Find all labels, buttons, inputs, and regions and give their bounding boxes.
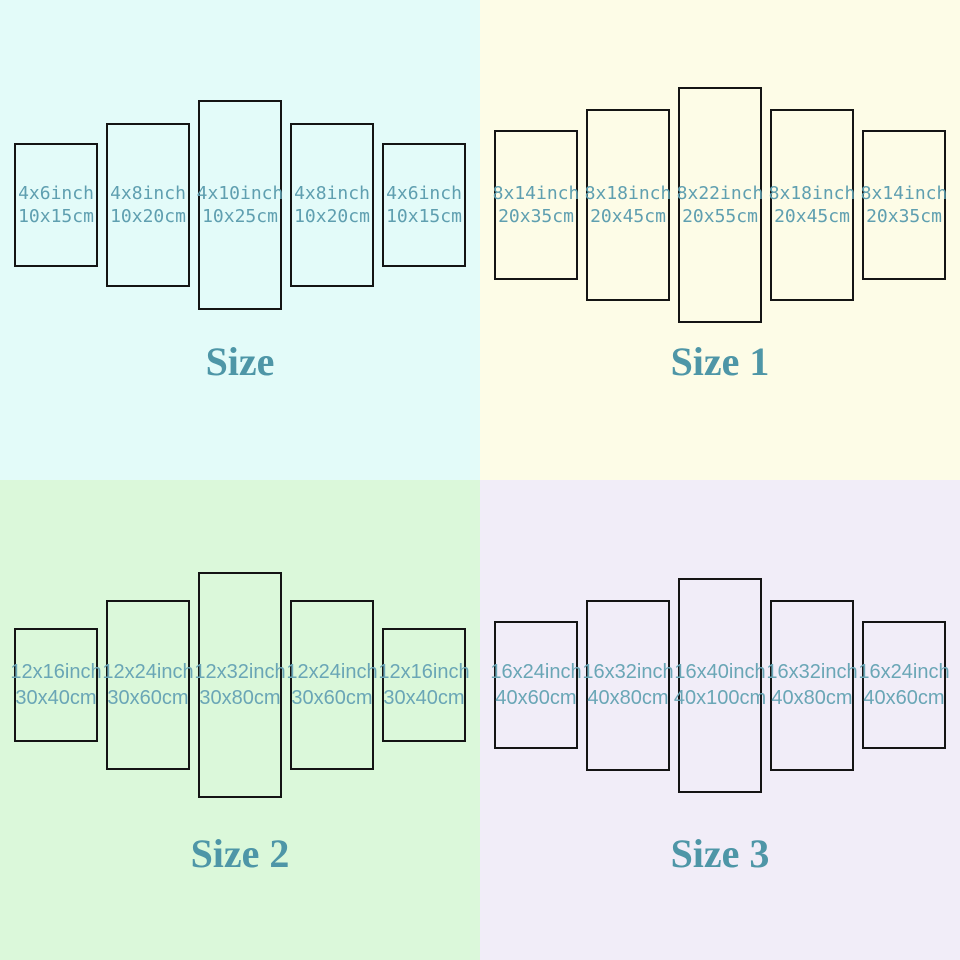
- panel-label: 16x24inch 40x60cm: [490, 659, 581, 711]
- quadrant-size-2: 12x16inch 30x40cm 12x24inch 30x60cm 12x3…: [0, 480, 480, 960]
- panel-label: 4x6inch 10x15cm: [386, 182, 462, 228]
- panel-row: 4x6inch 10x15cm 4x8inch 10x20cm 4x10inch…: [0, 0, 480, 410]
- panel-label: 12x16inch 30x40cm: [378, 659, 469, 711]
- quadrant-title: Size 3: [670, 831, 770, 876]
- quadrant-size-1: 8x14inch 20x35cm 8x18inch 20x45cm 8x22in…: [480, 0, 960, 480]
- quadrant-title: Size: [205, 339, 275, 384]
- panel-size-cm: 40x80cm: [771, 687, 853, 709]
- panel-size-cm: 20x45cm: [590, 206, 666, 227]
- panel-size-cm: 40x60cm: [863, 687, 945, 709]
- panel-size-inch: 8x14inch: [492, 183, 580, 204]
- panel-size-inch: 4x10inch: [196, 183, 284, 204]
- canvas-panel: 12x32inch 30x80cm: [194, 572, 286, 798]
- canvas-panel: 4x6inch 10x15cm: [382, 143, 466, 267]
- panel-size-cm: 10x25cm: [202, 206, 278, 227]
- panel-label: 8x22inch 20x55cm: [677, 182, 764, 228]
- panel-label: 16x24inch 40x60cm: [858, 659, 949, 711]
- panel-size-inch: 4x8inch: [294, 183, 370, 204]
- canvas-panel: 16x32inch 40x80cm: [766, 599, 858, 771]
- panel-size-cm: 10x20cm: [110, 206, 186, 227]
- panel-label: 8x18inch 20x45cm: [585, 182, 672, 228]
- panel-label: 4x8inch 10x20cm: [294, 182, 370, 228]
- panel-label: 12x24inch 30x60cm: [286, 659, 377, 711]
- canvas-panel: 4x10inch 10x25cm: [197, 100, 284, 310]
- panel-size-inch: 12x16inch: [378, 661, 470, 683]
- panel-size-inch: 4x6inch: [18, 183, 94, 204]
- panel-label: 16x32inch 40x80cm: [766, 659, 857, 711]
- canvas-panel: 12x24inch 30x60cm: [102, 600, 194, 770]
- panel-row: 16x24inch 40x60cm 16x32inch 40x80cm 16x4…: [480, 480, 960, 890]
- panel-size-inch: 8x22inch: [676, 183, 764, 204]
- panel-label: 12x24inch 30x60cm: [102, 659, 193, 711]
- canvas-panel: 12x16inch 30x40cm: [378, 628, 470, 742]
- quadrant-size: 4x6inch 10x15cm 4x8inch 10x20cm 4x10inch…: [0, 0, 480, 480]
- panel-label: 12x32inch 30x80cm: [194, 659, 285, 711]
- panel-size-inch: 8x18inch: [584, 183, 672, 204]
- panel-size-cm: 20x55cm: [682, 206, 758, 227]
- panel-size-cm: 10x15cm: [386, 206, 462, 227]
- panel-size-cm: 30x60cm: [107, 687, 189, 709]
- panel-size-inch: 4x8inch: [110, 183, 186, 204]
- canvas-panel: 16x24inch 40x60cm: [858, 621, 950, 749]
- panel-size-cm: 40x60cm: [495, 687, 577, 709]
- panel-size-cm: 10x15cm: [18, 206, 94, 227]
- panel-size-inch: 16x32inch: [766, 661, 858, 683]
- canvas-panel: 16x32inch 40x80cm: [582, 599, 674, 771]
- canvas-panel: 8x18inch 20x45cm: [769, 109, 856, 301]
- panel-size-inch: 12x16inch: [10, 661, 102, 683]
- canvas-panel: 4x6inch 10x15cm: [14, 143, 98, 267]
- canvas-panel: 16x40inch 40x100cm: [674, 577, 766, 793]
- panel-label: 8x18inch 20x45cm: [769, 182, 856, 228]
- panel-size-cm: 30x40cm: [15, 687, 97, 709]
- panel-size-cm: 40x80cm: [587, 687, 669, 709]
- quadrant-size-3: 16x24inch 40x60cm 16x32inch 40x80cm 16x4…: [480, 480, 960, 960]
- panel-row: 8x14inch 20x35cm 8x18inch 20x45cm 8x22in…: [480, 0, 960, 410]
- panel-size-cm: 30x80cm: [199, 687, 281, 709]
- panel-size-cm: 20x35cm: [866, 206, 942, 227]
- panel-label: 4x8inch 10x20cm: [110, 182, 186, 228]
- panel-size-inch: 12x24inch: [102, 661, 194, 683]
- canvas-panel: 8x22inch 20x55cm: [677, 87, 764, 323]
- panel-label: 16x40inch 40x100cm: [674, 659, 766, 711]
- panel-label: 8x14inch 20x35cm: [861, 182, 948, 228]
- panel-size-cm: 10x20cm: [294, 206, 370, 227]
- panel-size-inch: 16x24inch: [858, 661, 950, 683]
- panel-size-inch: 4x6inch: [386, 183, 462, 204]
- canvas-panel: 4x8inch 10x20cm: [106, 123, 190, 287]
- panel-size-cm: 40x100cm: [673, 687, 767, 709]
- canvas-panel: 8x14inch 20x35cm: [861, 130, 948, 280]
- panel-label: 4x10inch 10x25cm: [197, 182, 284, 228]
- panel-size-inch: 8x18inch: [768, 183, 856, 204]
- canvas-panel: 8x18inch 20x45cm: [585, 109, 672, 301]
- canvas-panel: 4x8inch 10x20cm: [290, 123, 374, 287]
- quadrant-title: Size 1: [670, 339, 770, 384]
- canvas-panel: 12x24inch 30x60cm: [286, 600, 378, 770]
- panel-label: 4x6inch 10x15cm: [18, 182, 94, 228]
- panel-row: 12x16inch 30x40cm 12x24inch 30x60cm 12x3…: [0, 480, 480, 890]
- panel-size-cm: 20x35cm: [498, 206, 574, 227]
- panel-size-inch: 8x14inch: [860, 183, 948, 204]
- canvas-panel: 16x24inch 40x60cm: [490, 621, 582, 749]
- panel-label: 12x16inch 30x40cm: [10, 659, 101, 711]
- panel-size-cm: 20x45cm: [774, 206, 850, 227]
- panel-size-inch: 16x40inch: [674, 661, 766, 683]
- panel-label: 16x32inch 40x80cm: [582, 659, 673, 711]
- panel-size-cm: 30x60cm: [291, 687, 373, 709]
- panel-size-inch: 16x32inch: [582, 661, 674, 683]
- panel-size-inch: 12x32inch: [194, 661, 286, 683]
- panel-label: 8x14inch 20x35cm: [493, 182, 580, 228]
- panel-size-inch: 12x24inch: [286, 661, 378, 683]
- canvas-panel: 12x16inch 30x40cm: [10, 628, 102, 742]
- panel-size-cm: 30x40cm: [383, 687, 465, 709]
- canvas-panel: 8x14inch 20x35cm: [493, 130, 580, 280]
- panel-size-inch: 16x24inch: [490, 661, 582, 683]
- quadrant-title: Size 2: [190, 831, 290, 876]
